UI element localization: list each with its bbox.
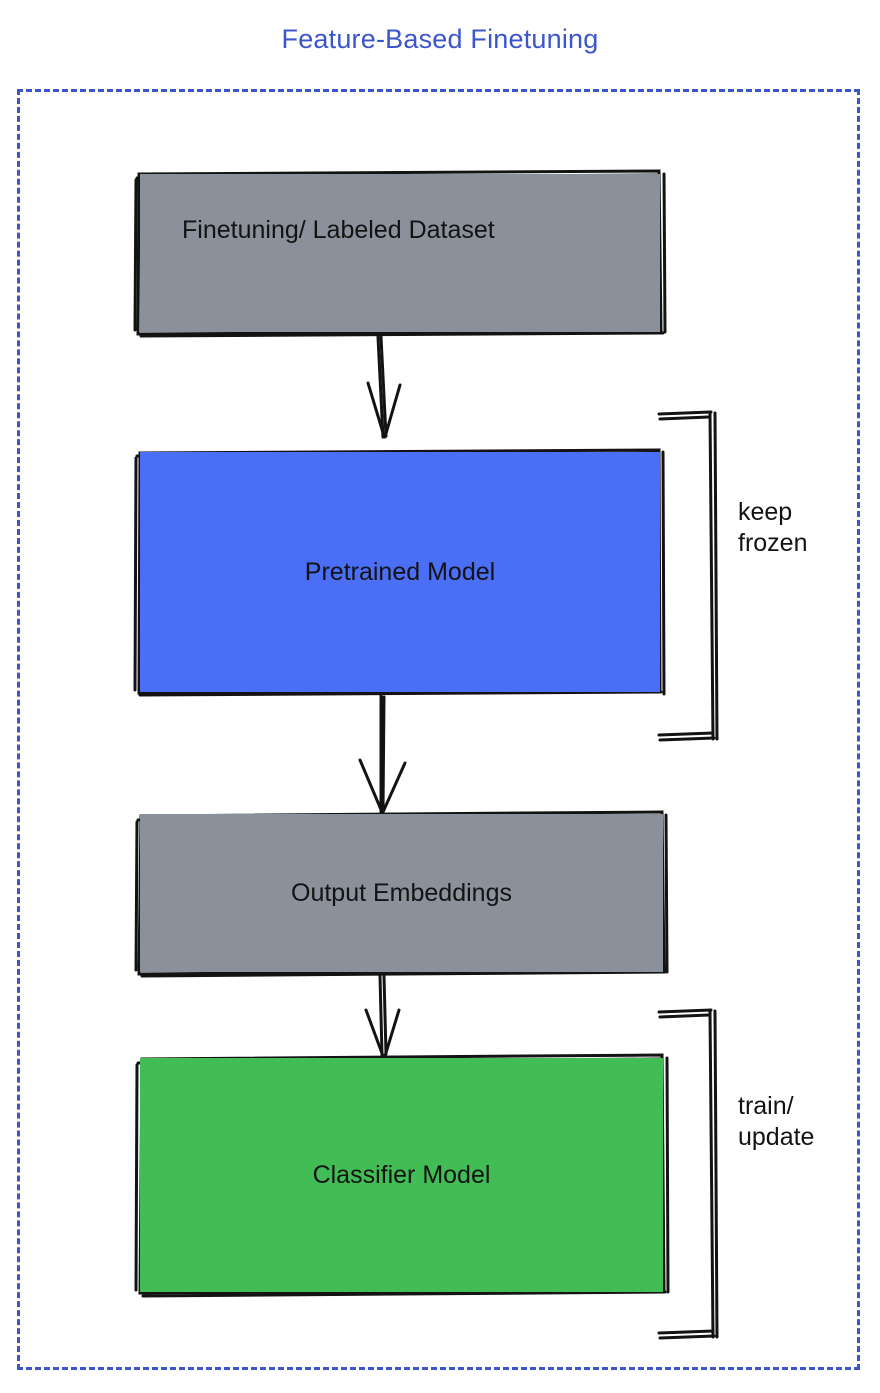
node-classifier-label: Classifier Model (312, 1160, 491, 1189)
node-output-embeddings[interactable]: Output Embeddings (140, 814, 663, 972)
node-dataset-label: Finetuning/ Labeled Dataset (182, 216, 495, 244)
node-pretrained-label: Pretrained Model (304, 557, 496, 586)
node-pretrained-model[interactable]: Pretrained Model (140, 452, 660, 692)
diagram-frame (17, 89, 860, 1370)
page-title: Feature-Based Finetuning (281, 24, 599, 54)
annotation-train-update: train/ update (738, 1092, 815, 1152)
annotation-keep-frozen: keep frozen (738, 498, 808, 558)
node-finetuning-labeled-dataset[interactable]: Finetuning/ Labeled Dataset (140, 174, 660, 332)
node-embeddings-label: Output Embeddings (291, 878, 512, 907)
node-classifier-model[interactable]: Classifier Model (140, 1058, 663, 1292)
